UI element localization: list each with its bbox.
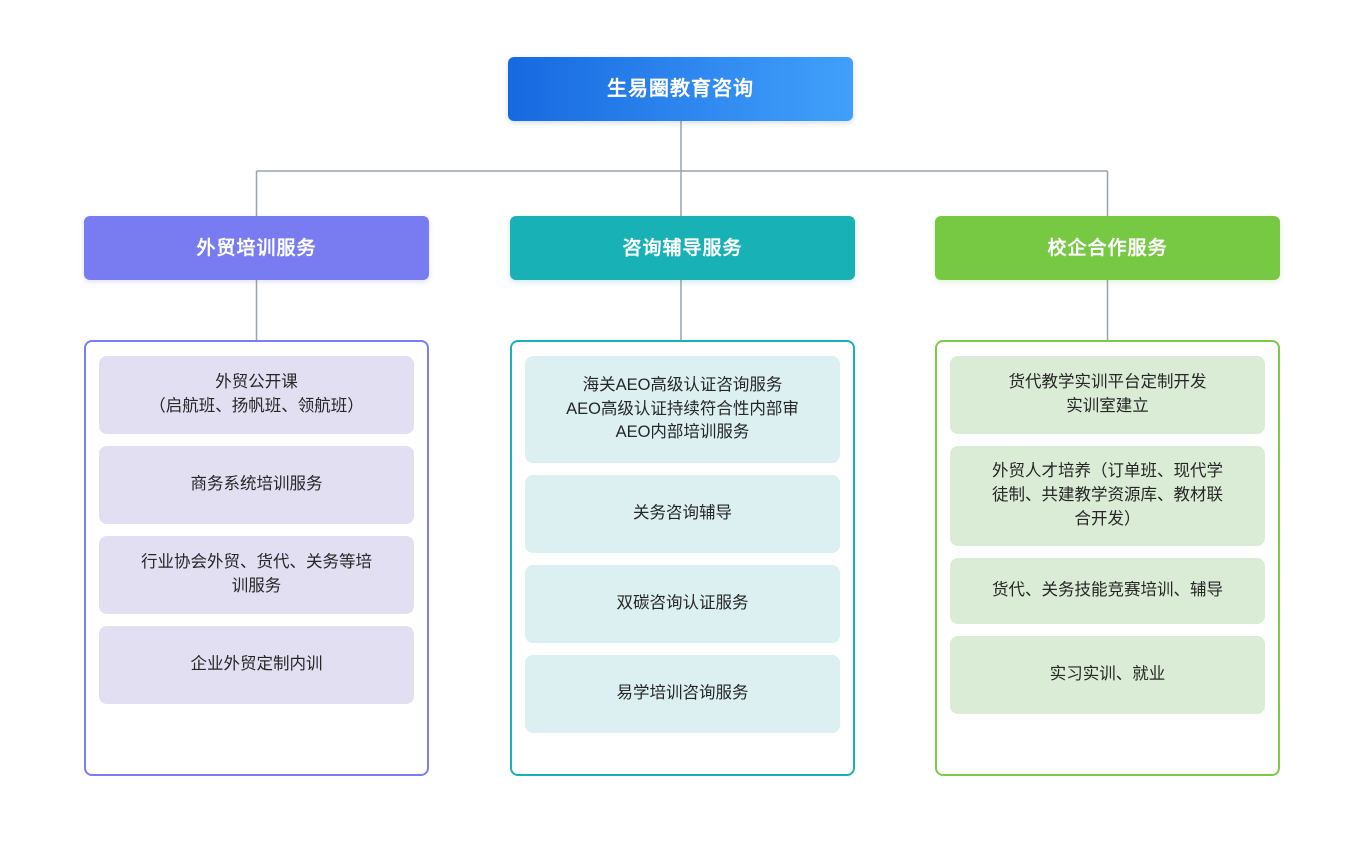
item-card[interactable]: 海关AEO高级认证咨询服务 AEO高级认证持续符合性内部审 AEO内部培训服务 [525, 356, 840, 463]
item-card[interactable]: 货代教学实训平台定制开发 实训室建立 [950, 356, 1265, 434]
items-container-3: 货代教学实训平台定制开发 实训室建立 外贸人才培养（订单班、现代学 徒制、共建教… [935, 340, 1280, 776]
root-node-label: 生易圈教育咨询 [607, 78, 754, 100]
root-node[interactable]: 生易圈教育咨询 [508, 57, 853, 121]
branch-column-1: 外贸培训服务 [84, 216, 429, 280]
item-card[interactable]: 双碳咨询认证服务 [525, 565, 840, 643]
item-card[interactable]: 行业协会外贸、货代、关务等培 训服务 [99, 536, 414, 614]
item-card[interactable]: 关务咨询辅导 [525, 475, 840, 553]
branch-column-2: 咨询辅导服务 [510, 216, 855, 280]
branch-column-3: 校企合作服务 [935, 216, 1280, 280]
item-card[interactable]: 外贸公开课 （启航班、扬帆班、领航班） [99, 356, 414, 434]
branch-header-2[interactable]: 咨询辅导服务 [510, 216, 855, 280]
items-container-1: 外贸公开课 （启航班、扬帆班、领航班） 商务系统培训服务 行业协会外贸、货代、关… [84, 340, 429, 776]
branch-header-1[interactable]: 外贸培训服务 [84, 216, 429, 280]
item-card[interactable]: 易学培训咨询服务 [525, 655, 840, 733]
branch-header-2-label: 咨询辅导服务 [622, 237, 743, 259]
items-container-2: 海关AEO高级认证咨询服务 AEO高级认证持续符合性内部审 AEO内部培训服务 … [510, 340, 855, 776]
item-card[interactable]: 商务系统培训服务 [99, 446, 414, 524]
branch-header-3[interactable]: 校企合作服务 [935, 216, 1280, 280]
item-card[interactable]: 货代、关务技能竞赛培训、辅导 [950, 558, 1265, 624]
item-card[interactable]: 外贸人才培养（订单班、现代学 徒制、共建教学资源库、教材联 合开发） [950, 446, 1265, 546]
item-card[interactable]: 企业外贸定制内训 [99, 626, 414, 704]
item-card[interactable]: 实习实训、就业 [950, 636, 1265, 714]
branch-header-3-label: 校企合作服务 [1047, 237, 1168, 259]
branch-header-1-label: 外贸培训服务 [196, 237, 317, 259]
